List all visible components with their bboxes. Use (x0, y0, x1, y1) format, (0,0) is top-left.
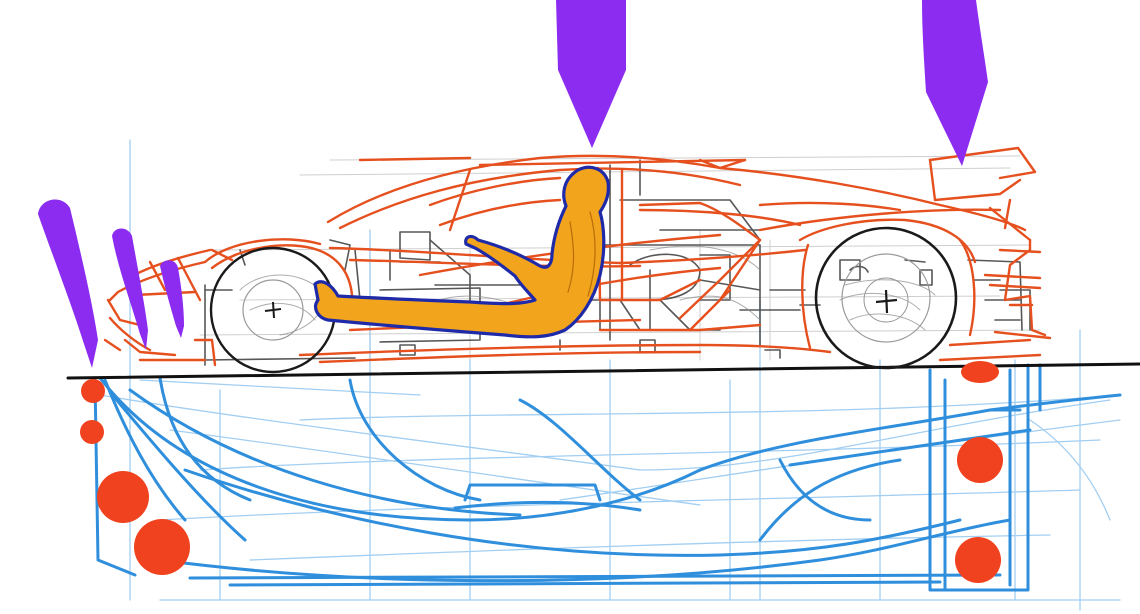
ground-line (66, 362, 1140, 380)
rear-wheel (814, 226, 958, 370)
downforce-arrows (38, 0, 988, 368)
downforce-arrow-icon (556, 0, 626, 148)
contact-point-icon (97, 471, 149, 523)
downforce-arrow-icon (922, 0, 988, 166)
contact-point-icon (81, 379, 105, 403)
contact-points (80, 361, 1003, 583)
plan-view-body (93, 363, 1122, 592)
contact-point-icon (134, 519, 190, 575)
downforce-arrow-icon (38, 199, 98, 368)
crosshair-icon (264, 301, 282, 319)
downforce-arrow-icon (112, 228, 148, 350)
contact-point-icon (957, 437, 1003, 483)
plan-view-light-lines (99, 139, 1121, 611)
crosshair-icon (875, 289, 898, 314)
shading-scribbles (239, 245, 936, 336)
contact-point-icon (961, 361, 999, 383)
contact-point-icon (80, 420, 104, 444)
contact-point-icon (955, 537, 1001, 583)
driver-body (313, 165, 610, 339)
downforce-arrow-icon (160, 260, 184, 338)
driver-figure (313, 165, 610, 339)
car-body-outline (103, 146, 1052, 367)
